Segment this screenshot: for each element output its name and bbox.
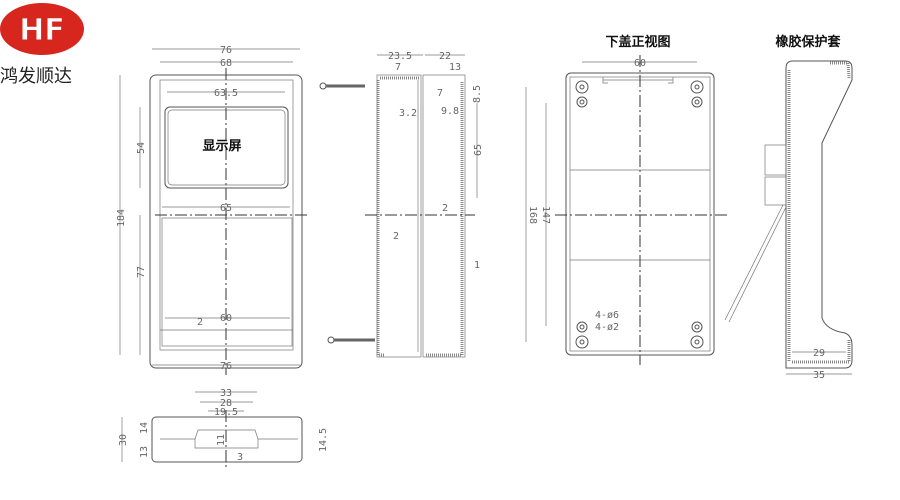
brand-name: 鸿发顺达 [0, 66, 72, 87]
back-view-title: 下盖正视图 [605, 34, 670, 50]
dim-outer: 35 [813, 370, 825, 381]
mount-holes [575, 80, 704, 349]
hole-icon [575, 80, 589, 94]
bottom-view: 33 28 19.5 30 14 13 14.5 3 11 [118, 388, 329, 470]
rubber-sleeve-title: 橡胶保护套 [775, 34, 841, 50]
dim-hole-large: 4-ø6 [595, 310, 619, 321]
dim-width-a: 33 [220, 388, 232, 399]
dim-bottom-outer: 76 [220, 361, 232, 372]
dim-bottom-width: 60 [220, 313, 232, 324]
logo-text: HF [19, 13, 65, 48]
dim-lip-left: 7 [395, 62, 401, 73]
dim-inner-spacing-y: 147 [540, 206, 551, 224]
back-view: 下盖正视图 60 168 147 4-ø6 4-ø2 [525, 34, 730, 365]
dim-height-total: 184 [116, 209, 127, 227]
dim-boss-left: 3.2 [399, 108, 417, 119]
hole-icon [690, 80, 704, 94]
dim-width-inner: 68 [220, 58, 232, 69]
rubber-sleeve-view: 橡胶保护套 29 35 [724, 34, 853, 381]
dim-width-b: 28 [220, 398, 232, 409]
dim-boss-offset: 8.5 [472, 85, 483, 103]
screw-top-icon [319, 82, 365, 90]
dim-wall-right: 2 [442, 203, 448, 214]
hole-icon [691, 321, 703, 333]
side-view: 23.5 22 7 13 3.2 9.8 7 8.5 65 2 2 1 [319, 51, 484, 358]
dim-lower-height: 77 [136, 266, 147, 278]
brand-logo: HF [0, 3, 84, 55]
dim-bottom-gap: 2 [197, 317, 203, 328]
dim-boss-spacing: 65 [473, 144, 484, 156]
dim-width-c: 19.5 [214, 407, 238, 418]
hole-icon [576, 321, 588, 333]
dim-height: 30 [118, 434, 129, 446]
dim-hole-spacing-x: 60 [634, 58, 646, 69]
dim-wall-back: 1 [474, 260, 480, 271]
dim-boss-width: 7 [437, 88, 443, 99]
hole-icon [575, 335, 589, 349]
dim-upper: 14 [139, 422, 150, 434]
dim-boss-right: 9.8 [441, 106, 459, 117]
screw-bottom-icon [327, 336, 375, 344]
dim-wall-left: 2 [393, 231, 399, 242]
dim-depth-left: 23.5 [388, 51, 412, 62]
dim-depth-right: 22 [439, 51, 451, 62]
front-view: 76 68 63.5 显示屏 54 184 65 77 60 2 76 [116, 45, 310, 375]
dim-lower-width: 65 [220, 203, 232, 214]
dim-screen-width: 63.5 [214, 88, 238, 99]
hole-icon [576, 96, 588, 108]
dim-outer-spacing-y: 168 [527, 206, 538, 224]
hole-icon [690, 335, 704, 349]
dim-width-outer: 76 [220, 45, 232, 56]
screen-label: 显示屏 [202, 139, 241, 154]
dim-inner: 29 [813, 348, 825, 359]
dim-slot: 3 [237, 452, 243, 463]
hole-icon [691, 96, 703, 108]
dim-center: 11 [216, 434, 227, 446]
dim-hole-small: 4-ø2 [595, 322, 619, 333]
dim-lower: 13 [139, 446, 150, 458]
dim-right: 14.5 [318, 428, 329, 452]
dim-screen-height: 54 [136, 142, 147, 154]
dim-lip-right: 13 [449, 62, 461, 73]
